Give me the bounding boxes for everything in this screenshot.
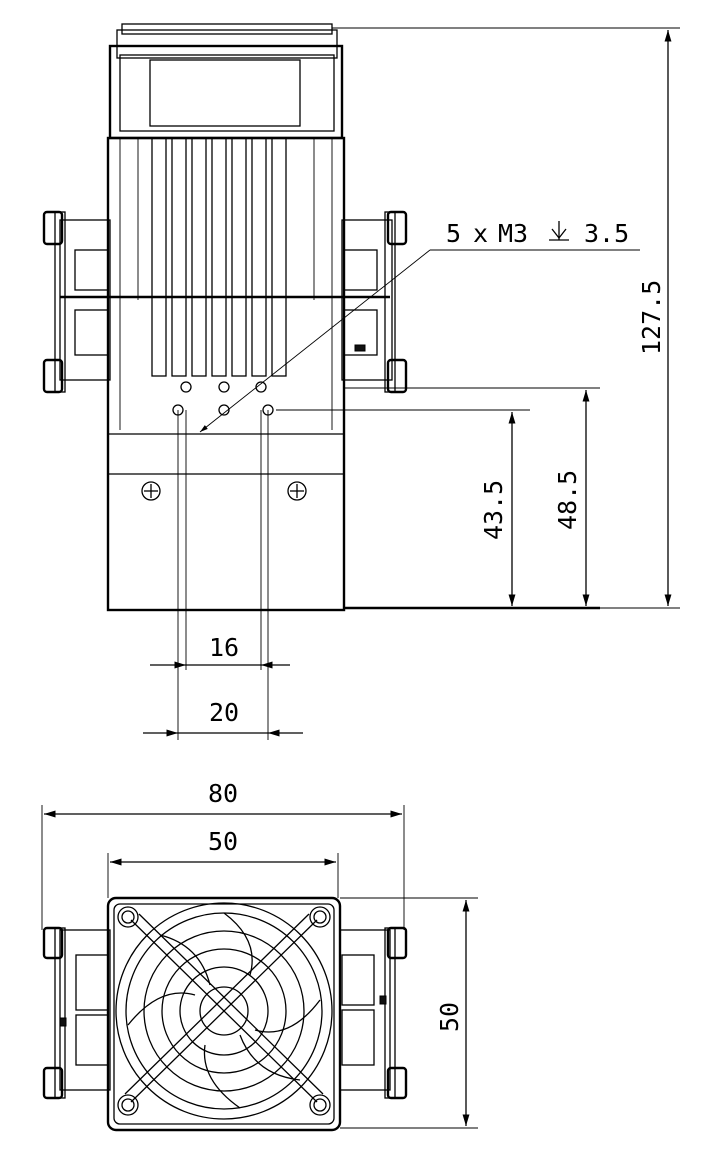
fan-icon <box>115 902 333 1120</box>
fan-corner-holes <box>117 906 331 1116</box>
top-fan-shroud <box>108 23 344 140</box>
dim-fan-width-text: 50 <box>208 827 238 856</box>
dim-hole-spacing-20: 20 <box>143 698 303 737</box>
dim-hole-height-upper-text: 48.5 <box>553 470 582 530</box>
heat-sink-fins <box>119 137 333 430</box>
fan-grill <box>124 913 324 1103</box>
front-view <box>42 23 680 740</box>
callout-depth: 3.5 <box>584 219 629 248</box>
left-side-bracket <box>42 210 111 394</box>
dim-hole-height-upper: 48.5 <box>553 390 590 606</box>
right-side-bracket <box>341 210 408 394</box>
dim-hole-spacing-20-text: 20 <box>209 698 239 727</box>
callout-count: 5 <box>446 219 461 248</box>
depth-icon <box>549 221 569 241</box>
dim-hole-spacing-16-text: 16 <box>209 633 239 662</box>
screw-left <box>141 481 161 501</box>
mounting-holes <box>172 381 274 416</box>
dim-overall-width: 80 <box>41 779 405 930</box>
dim-fan-height: 50 <box>340 897 478 1129</box>
dim-overall-width-text: 80 <box>208 779 238 808</box>
dim-hole-spacing-16: 16 <box>150 633 290 669</box>
dim-total-height-text: 127.5 <box>637 280 666 355</box>
thread-callout: 5 x M3 3.5 <box>446 219 629 248</box>
top-view-right-bracket <box>339 926 408 1100</box>
top-view <box>42 896 408 1132</box>
callout-leader <box>199 249 431 433</box>
fan-frame <box>106 896 342 1132</box>
top-view-left-bracket <box>42 926 111 1100</box>
dim-fan-height-text: 50 <box>435 1002 464 1032</box>
dim-hole-height-lower: 43.5 <box>479 412 516 606</box>
dim-total-height: 127.5 <box>637 30 672 606</box>
dim-hole-height-lower-text: 43.5 <box>479 480 508 540</box>
screw-right <box>287 481 307 501</box>
callout-thread: M3 <box>498 219 528 248</box>
callout-times: x <box>473 219 488 248</box>
dim-fan-width: 50 <box>107 827 339 898</box>
